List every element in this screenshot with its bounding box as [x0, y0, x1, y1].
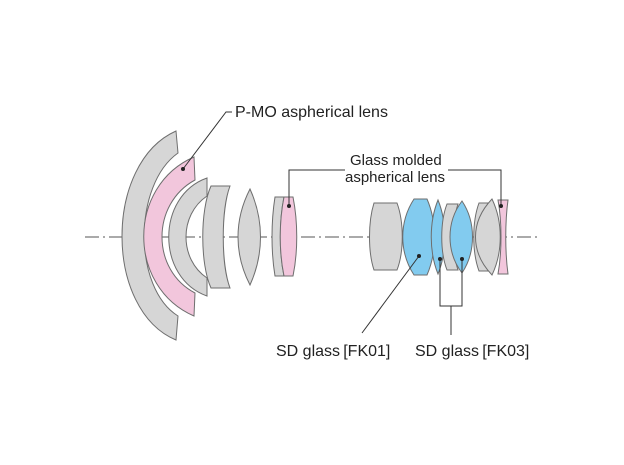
pmo-marker-dot	[181, 167, 185, 171]
pmo-aspherical-lens-element	[143, 156, 196, 317]
glass-molded-aspherical-element-rear	[497, 199, 509, 275]
lens-element-5	[237, 187, 261, 287]
glass-molded-rear-dot	[499, 204, 503, 208]
sd-glass-fk01-element	[402, 198, 435, 276]
glass-molded-aspherical-element-front	[279, 196, 298, 277]
pmo-leader-line	[182, 111, 232, 170]
fk01-marker-dot	[417, 254, 421, 258]
lens-element-1	[121, 130, 179, 341]
lens-element-7	[369, 202, 403, 271]
sd-fk01-label: SD glass [FK01]	[276, 343, 390, 360]
fk01-leader-line	[361, 255, 420, 334]
lens-element-4	[202, 185, 231, 289]
glass-molded-label-line2: aspherical lens	[345, 169, 445, 186]
sd-fk03-label: SD glass [FK03]	[415, 343, 529, 360]
glass-molded-front-dot	[287, 204, 291, 208]
lens-element-3	[168, 177, 208, 297]
glass-molded-leader-line-right	[448, 169, 502, 206]
fk03-marker-dot-1	[438, 257, 442, 261]
lens-element-12	[475, 198, 501, 276]
glass-molded-leader-line	[288, 169, 345, 206]
fk03-marker-dot-2	[460, 257, 464, 261]
glass-molded-label-line1: Glass molded	[350, 152, 442, 169]
pmo-label: P-MO aspherical lens	[235, 104, 388, 121]
